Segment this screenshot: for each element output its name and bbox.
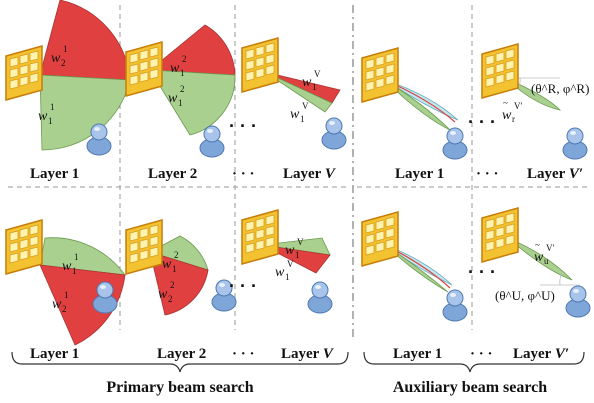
w22-bottom-label: w bbox=[158, 287, 168, 302]
layer1-label: Layer 1 bbox=[30, 166, 79, 182]
svg-text:V′: V′ bbox=[514, 101, 522, 111]
top-layer-labels: Layer 1 Layer 2 · · · Layer V Layer 1 · … bbox=[30, 166, 583, 182]
w11-bottom-label: w bbox=[62, 259, 72, 274]
ellipsis-dots: · · · bbox=[468, 262, 496, 282]
ris-panel-icon bbox=[481, 207, 519, 263]
ellipsis-dots: · · · bbox=[229, 116, 257, 136]
user-icon bbox=[442, 289, 468, 322]
w1V-b-label: w bbox=[290, 107, 300, 122]
w21-label: w bbox=[51, 51, 61, 66]
ris-panel-icon bbox=[241, 209, 279, 265]
bottom-layer-labels: Layer 1 Layer 2 · · · Layer V Layer 1 · … bbox=[30, 346, 569, 362]
ellipsis-label: · · · bbox=[232, 166, 255, 182]
angle-user-label: (θ^U, φ^U) bbox=[495, 288, 555, 303]
svg-text:2: 2 bbox=[62, 304, 67, 314]
svg-text:1: 1 bbox=[312, 82, 317, 92]
svg-text:1: 1 bbox=[64, 290, 69, 300]
auxiliary-caption: Auxiliary beam search bbox=[393, 379, 547, 396]
svg-text:~: ~ bbox=[535, 240, 540, 250]
top-layerV-panel bbox=[241, 37, 347, 150]
svg-text:V: V bbox=[302, 101, 309, 111]
top-layer1-panel bbox=[5, 0, 131, 156]
w1V-a-label: w bbox=[302, 75, 312, 90]
svg-text:1: 1 bbox=[63, 44, 68, 54]
svg-text:1: 1 bbox=[300, 114, 305, 124]
svg-text:~: ~ bbox=[503, 98, 508, 108]
w12-bottom-label: w bbox=[162, 257, 172, 272]
bottom-aux-layerVp-panel bbox=[481, 207, 591, 318]
svg-text:2: 2 bbox=[174, 250, 179, 260]
svg-text:1: 1 bbox=[172, 264, 177, 274]
svg-text:V: V bbox=[314, 69, 321, 79]
ris-panel-icon bbox=[361, 211, 399, 267]
ris-panel-icon bbox=[5, 219, 43, 275]
svg-text:1: 1 bbox=[180, 68, 185, 78]
ris-panel-icon bbox=[125, 219, 163, 275]
ellipsis-label: · · · bbox=[232, 346, 255, 362]
svg-text:1: 1 bbox=[285, 272, 290, 282]
svg-text:2: 2 bbox=[180, 84, 185, 94]
svg-text:1: 1 bbox=[48, 116, 53, 126]
ris-panel-icon bbox=[361, 47, 399, 103]
bottom-layer1-panel bbox=[5, 219, 126, 346]
svg-text:1: 1 bbox=[72, 266, 77, 276]
layer2-label: Layer 2 bbox=[157, 346, 206, 362]
angle-reflect-label: (θ^R, φ^R) bbox=[531, 81, 589, 96]
w1V-d-label: w bbox=[275, 265, 285, 280]
svg-text:V: V bbox=[297, 237, 304, 247]
wu-label: w bbox=[534, 250, 544, 265]
svg-text:V′: V′ bbox=[546, 243, 554, 253]
layerV-label: Layer V bbox=[281, 346, 335, 362]
w11-label: w bbox=[38, 109, 48, 124]
svg-text:1: 1 bbox=[74, 252, 79, 262]
svg-text:2: 2 bbox=[182, 54, 187, 64]
ris-panel-icon bbox=[125, 41, 163, 97]
ellipsis-dots: · · · bbox=[229, 276, 257, 296]
top-aux-layer1-panel bbox=[361, 47, 468, 160]
top-layer2-panel bbox=[125, 24, 236, 158]
svg-text:r: r bbox=[512, 114, 515, 124]
user-icon bbox=[565, 285, 591, 318]
primary-caption: Primary beam search bbox=[106, 379, 253, 396]
svg-text:1: 1 bbox=[178, 98, 183, 108]
ris-panel-icon bbox=[5, 45, 43, 101]
w11-top-label: w bbox=[168, 91, 178, 106]
user-icon bbox=[442, 127, 468, 160]
top-aux-layerVp-panel bbox=[481, 43, 588, 160]
aux-layer1-label: Layer 1 bbox=[395, 166, 444, 182]
w12-top-label: w bbox=[170, 61, 180, 76]
svg-text:V: V bbox=[287, 259, 294, 269]
wr-label: w bbox=[502, 108, 512, 123]
ris-panel-icon bbox=[241, 37, 279, 93]
layer2-label: Layer 2 bbox=[148, 166, 197, 182]
svg-text:1: 1 bbox=[295, 250, 300, 260]
user-icon bbox=[307, 281, 333, 314]
ellipsis-dots: · · · bbox=[468, 112, 496, 132]
weight-labels: w 1 2 w 1 1 w 2 1 w 2 1 w V 1 w V 1 w ~ … bbox=[38, 44, 554, 314]
w1V-c-label: w bbox=[285, 243, 295, 258]
layer1-label: Layer 1 bbox=[30, 346, 79, 362]
layerV-label: Layer V bbox=[283, 166, 337, 182]
bottom-aux-layer1-panel bbox=[361, 211, 468, 322]
svg-text:2: 2 bbox=[61, 58, 66, 68]
user-icon bbox=[562, 127, 588, 160]
aux-layer1-label: Layer 1 bbox=[393, 346, 442, 362]
ellipsis-label: · · · bbox=[476, 166, 499, 182]
braces bbox=[11, 351, 585, 373]
ellipsis-label: · · · bbox=[470, 346, 493, 362]
svg-text:1: 1 bbox=[50, 102, 55, 112]
bottom-layer2-panel bbox=[125, 219, 237, 316]
ris-panel-icon bbox=[481, 43, 519, 99]
aux-layerVp-label: Layer V′ bbox=[527, 166, 583, 182]
bottom-layerV-panel bbox=[241, 209, 333, 314]
svg-text:2: 2 bbox=[170, 280, 175, 290]
aux-layerVp-label: Layer V′ bbox=[513, 346, 569, 362]
user-icon bbox=[199, 125, 225, 158]
w21-bottom-label: w bbox=[52, 297, 62, 312]
svg-text:2: 2 bbox=[168, 294, 173, 304]
user-icon bbox=[321, 117, 347, 150]
svg-text:u: u bbox=[544, 256, 549, 266]
